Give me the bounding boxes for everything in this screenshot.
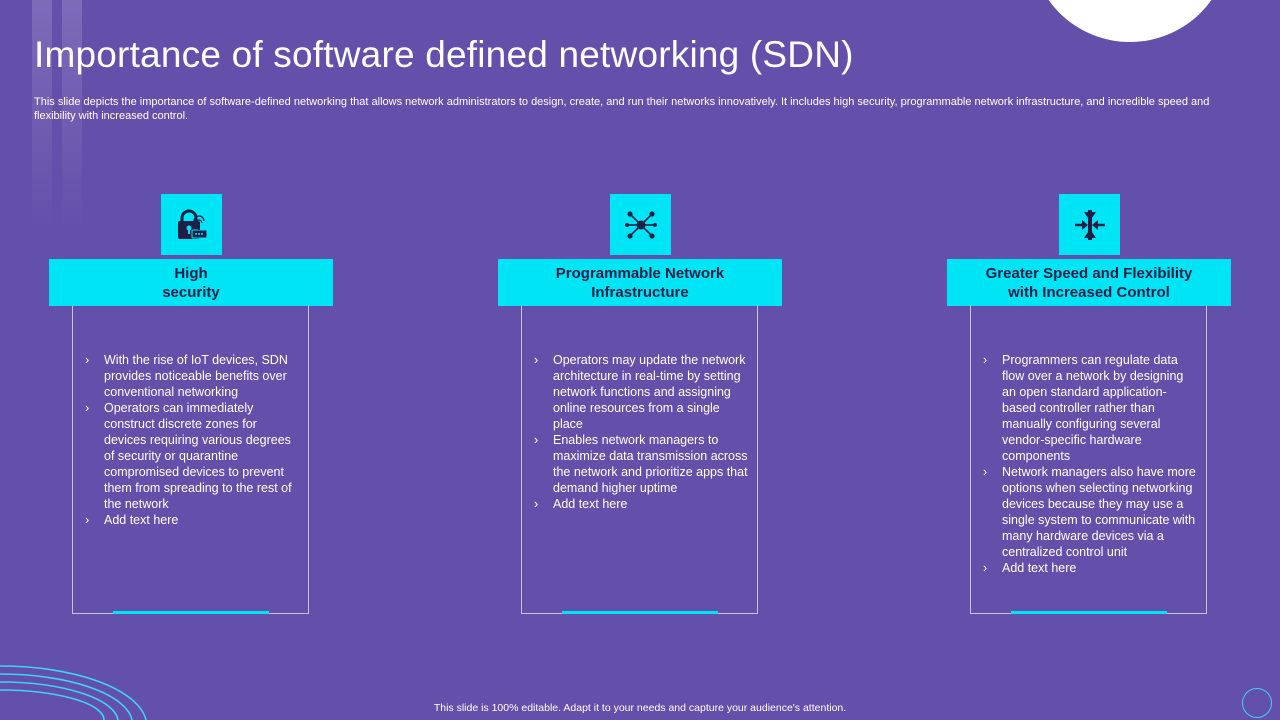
bullet-text: Operators can immediately construct disc… <box>104 401 292 511</box>
bullet-item: › Network managers also have more options… <box>983 464 1198 560</box>
card-title-line2: with Increased Control <box>1008 283 1170 301</box>
bullet-item: › Operators can immediately construct dis… <box>85 400 300 512</box>
card-title-line1: Programmable Network <box>555 264 725 282</box>
card-accent-bar <box>562 611 718 614</box>
bullet-item: › With the rise of IoT devices, SDN provi… <box>85 352 300 400</box>
card-body: › Programmers can regulate data flow over… <box>970 306 1207 614</box>
bullet-item: › Operators may update the network archit… <box>534 352 749 432</box>
bullet-text: Add text here <box>553 497 628 511</box>
bullet-list: › With the rise of IoT devices, SDN provi… <box>85 352 300 528</box>
compress-arrows-icon <box>1059 194 1120 255</box>
card-title-line1: High <box>174 264 208 282</box>
chevron-right-icon: › <box>534 353 539 367</box>
slide-description: This slide depicts the importance of sof… <box>34 96 1210 122</box>
chevron-right-icon: › <box>534 433 539 447</box>
footer-note: This slide is 100% editable. Adapt it to… <box>433 702 847 714</box>
card-body: › Operators may update the network archit… <box>521 306 758 614</box>
chevron-right-icon: › <box>85 513 90 527</box>
chevron-right-icon: › <box>983 561 988 575</box>
network-hub-icon <box>610 194 671 255</box>
decorative-arcs <box>0 665 147 720</box>
bullet-text: Enables network managers to maximize dat… <box>553 433 748 495</box>
bullet-text: Add text here <box>1002 561 1077 575</box>
decorative-stripe <box>32 0 52 230</box>
card-title-line1: Greater Speed and Flexibility <box>985 264 1193 282</box>
bullet-item: › Add text here <box>983 560 1198 576</box>
card-accent-bar <box>113 611 269 614</box>
bullet-text: Add text here <box>104 513 179 527</box>
decorative-ring <box>1242 688 1272 718</box>
card-title-line2: Infrastructure <box>591 283 689 301</box>
lock-router-icon <box>161 194 222 255</box>
bullet-list: › Operators may update the network archit… <box>534 352 749 512</box>
bullet-text: Programmers can regulate data flow over … <box>1002 353 1184 463</box>
decorative-corner-circle <box>1030 0 1230 42</box>
card-accent-bar <box>1011 611 1167 614</box>
bullet-item: › Add text here <box>85 512 300 528</box>
bullet-text: With the rise of IoT devices, SDN provid… <box>104 353 288 399</box>
chevron-right-icon: › <box>534 497 539 511</box>
bullet-item: › Enables network managers to maximize da… <box>534 432 749 496</box>
chevron-right-icon: › <box>85 353 90 367</box>
card-body: › With the rise of IoT devices, SDN provi… <box>72 306 309 614</box>
bullet-list: › Programmers can regulate data flow over… <box>983 352 1198 576</box>
bullet-item: › Add text here <box>534 496 749 512</box>
chevron-right-icon: › <box>983 465 988 479</box>
page-title: Importance of software defined networkin… <box>34 34 854 75</box>
chevron-right-icon: › <box>85 401 90 415</box>
card-title-line2: security <box>162 283 220 301</box>
chevron-right-icon: › <box>983 353 988 367</box>
bullet-text: Network managers also have more options … <box>1002 465 1196 559</box>
bullet-text: Operators may update the network archite… <box>553 353 746 431</box>
bullet-item: › Programmers can regulate data flow over… <box>983 352 1198 464</box>
decorative-stripe <box>62 0 82 230</box>
